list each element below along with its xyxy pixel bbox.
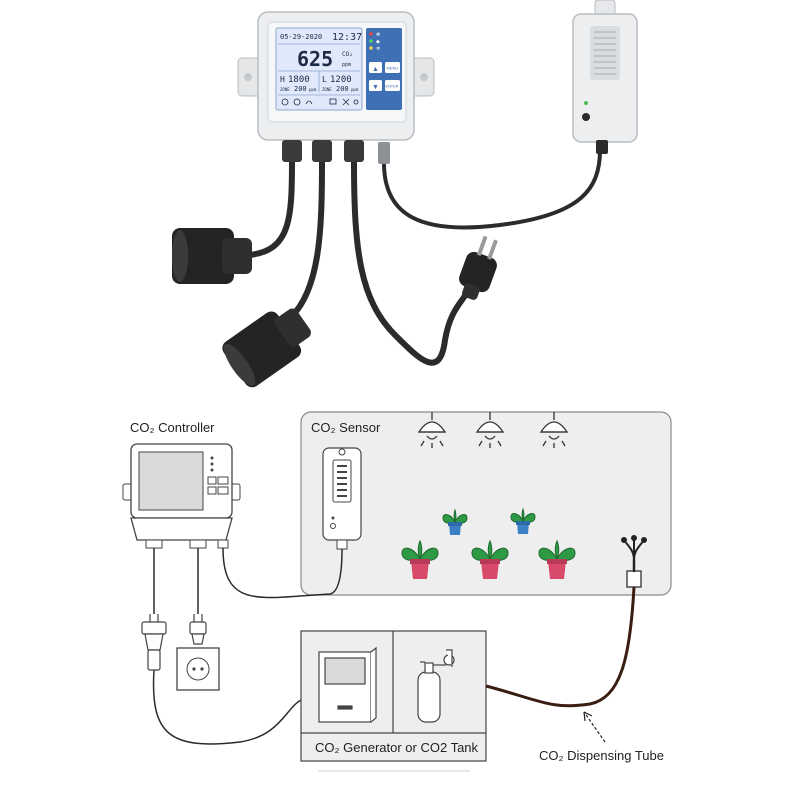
lcd-screen	[275, 27, 363, 111]
grow-lamps	[417, 412, 569, 448]
wire-generator	[152, 669, 302, 745]
lcd-zone-right-unit: ppm	[351, 87, 359, 92]
cable-sensor	[382, 148, 602, 230]
lcd-co2-value: 625	[297, 47, 333, 71]
lcd-status-icons	[281, 98, 359, 106]
wall-outlet-icon	[176, 647, 220, 691]
plant-icon	[538, 539, 576, 579]
led-green	[369, 39, 373, 43]
co2-tank-icon	[417, 649, 455, 723]
mount-hole-left	[244, 73, 252, 81]
diagram-wires	[152, 547, 343, 745]
wire-sensor	[222, 547, 343, 599]
co2-generator-icon	[318, 646, 377, 723]
plant-icon	[471, 539, 509, 579]
cable-socket-bottom	[287, 159, 325, 321]
enter-button-label: ENTER	[386, 85, 399, 89]
power-socket-left	[172, 228, 252, 284]
lcd-ppm-unit: ppm	[342, 62, 351, 68]
plant-icon	[401, 539, 439, 579]
tube-arrow	[583, 711, 606, 743]
fan-icon: ✻	[376, 32, 380, 38]
plug-icon	[189, 614, 207, 645]
co2-controller-icon	[122, 443, 241, 549]
power-plug	[459, 235, 498, 300]
down-button[interactable]	[369, 80, 382, 91]
device-cables	[247, 148, 602, 366]
gear-icon: ✲	[376, 46, 381, 52]
down-button-icon: ▼	[372, 84, 379, 91]
lcd-high-label: H	[280, 75, 285, 84]
menu-button[interactable]	[385, 62, 400, 73]
co2-sensor-icon	[322, 447, 362, 550]
generator-label: CO₂ Generator or CO2 Tank	[315, 740, 479, 755]
plant-icon	[442, 508, 468, 535]
lcd-co2-unit: CO₂	[342, 51, 353, 58]
led-red	[369, 32, 373, 36]
dispensing-tube	[485, 586, 636, 708]
grow-room-panel	[300, 411, 672, 596]
device-connectors	[282, 140, 390, 164]
lcd-low-label: L	[322, 75, 327, 84]
mode-icon: ◆	[376, 39, 380, 45]
plant-icon	[510, 507, 536, 534]
controller-label: CO₂ Controller	[130, 420, 215, 435]
dispensing-nozzle-icon	[621, 535, 647, 588]
cable-plug	[351, 159, 473, 366]
wiring-diagram: CO₂ Sensor	[122, 411, 672, 772]
lcd-zone-right-value: 200	[336, 85, 349, 93]
lcd-zone-left-unit: ppm	[309, 87, 317, 92]
up-button-icon: ▲	[372, 66, 379, 73]
up-button[interactable]	[369, 62, 382, 73]
sensor-led	[584, 101, 588, 105]
lamp-icon	[475, 412, 505, 448]
tube-label: CO₂ Dispensing Tube	[539, 748, 664, 763]
menu-button-label: MENU	[387, 66, 399, 71]
lamp-icon	[417, 412, 447, 448]
plug-icon	[141, 614, 167, 671]
plants	[401, 507, 576, 579]
lcd-time: 12:37	[332, 32, 362, 43]
power-socket-bottom	[222, 308, 311, 388]
sensor-unit-photo	[572, 0, 638, 154]
sensor-label: CO₂ Sensor	[311, 420, 381, 435]
lcd-zone-left: ZONE	[280, 87, 290, 92]
product-photo: 05-29-2020 12:37 625 CO₂ ppm H 1800 L 12…	[172, 0, 638, 388]
lcd-date: 05-29-2020	[280, 33, 322, 41]
enter-button[interactable]	[385, 80, 400, 91]
led-yellow	[369, 46, 373, 50]
cable-socket-left	[247, 157, 295, 258]
mount-hole-right	[420, 73, 428, 81]
lcd-zone-right: ZONE	[322, 87, 332, 92]
lcd-low-value: 1200	[330, 75, 352, 85]
sensor-button[interactable]	[582, 113, 590, 121]
lcd-zone-left-value: 200	[294, 85, 307, 93]
lamp-icon	[539, 412, 569, 448]
lcd-high-value: 1800	[288, 75, 310, 85]
